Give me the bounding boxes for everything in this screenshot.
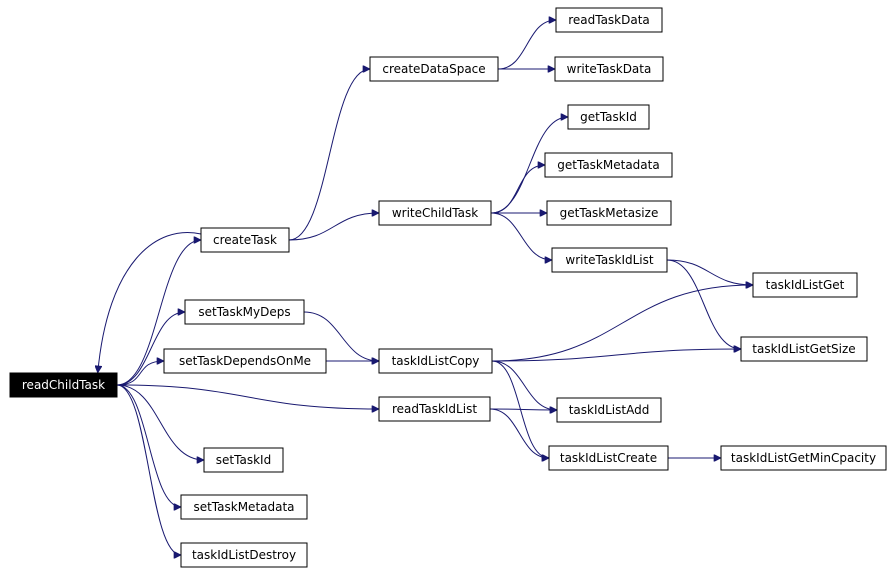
edge-readTaskIdList-to-taskIdListAdd: [489, 409, 557, 410]
node-label: setTaskMetadata: [193, 500, 294, 514]
node-box: [180, 542, 308, 568]
node-readTaskIdList[interactable]: readTaskIdList: [378, 396, 491, 422]
node-box: [567, 104, 650, 130]
edge-createTask-to-writeChildTask: [288, 213, 379, 241]
node-readChildTask[interactable]: readChildTask: [9, 372, 118, 398]
node-box: [369, 56, 499, 82]
edge-taskIdListCopy-to-taskIdListGet: [491, 285, 753, 362]
edge-writeChildTask-to-getTaskMetadata: [490, 165, 545, 214]
edge-readChildTask-to-createTask: [116, 240, 201, 386]
node-taskIdListGet[interactable]: taskIdListGet: [752, 272, 858, 298]
node-setTaskMyDeps[interactable]: setTaskMyDeps: [184, 299, 305, 325]
node-box: [378, 348, 493, 374]
edge-readTaskIdList-to-taskIdListCreate: [489, 408, 549, 458]
node-box: [378, 396, 491, 422]
node-label: taskIdListAdd: [569, 403, 650, 417]
node-box: [752, 272, 858, 298]
node-label: readTaskData: [568, 13, 650, 27]
node-label: getTaskId: [580, 110, 637, 124]
edge-setTaskMyDeps-to-taskIdListCopy: [303, 311, 379, 361]
node-taskIdListGetSize[interactable]: taskIdListGetSize: [740, 336, 868, 362]
node-box: [720, 445, 887, 471]
node-box: [556, 397, 662, 423]
node-readTaskData[interactable]: readTaskData: [555, 7, 663, 33]
node-setTaskDependsOnMe[interactable]: setTaskDependsOnMe: [163, 348, 327, 374]
node-label: taskIdListCopy: [392, 354, 480, 368]
edges-layer: [98, 20, 753, 555]
node-getTaskId[interactable]: getTaskId: [567, 104, 650, 130]
node-label: writeTaskData: [567, 62, 652, 76]
node-writeTaskData[interactable]: writeTaskData: [554, 56, 664, 82]
node-taskIdListCreate[interactable]: taskIdListCreate: [548, 445, 669, 471]
edge-createDataSpace-to-readTaskData: [497, 20, 556, 70]
node-box: [740, 336, 868, 362]
node-box: [551, 247, 668, 273]
edge-readChildTask-to-readTaskIdList: [116, 384, 379, 409]
edge-readChildTask-to-taskIdListDestroy: [116, 384, 181, 555]
node-label: setTaskDependsOnMe: [179, 354, 311, 368]
node-taskIdListGetMinCpacity[interactable]: taskIdListGetMinCpacity: [720, 445, 887, 471]
node-taskIdListDestroy[interactable]: taskIdListDestroy: [180, 542, 308, 568]
nodes-layer: readChildTask createTask setTaskMyDeps setT…: [9, 7, 887, 568]
edge-readChildTask-to-setTaskId: [116, 384, 204, 460]
node-box: [378, 200, 492, 226]
node-box: [9, 372, 118, 398]
node-box: [180, 494, 308, 520]
node-setTaskId[interactable]: setTaskId: [203, 447, 284, 473]
node-box: [544, 152, 673, 178]
edge-writeTaskIdList-to-taskIdListGet: [666, 259, 753, 285]
node-box: [184, 299, 305, 325]
node-label: writeChildTask: [392, 206, 478, 220]
node-label: readChildTask: [22, 378, 105, 392]
edge-taskIdListCopy-to-taskIdListGetSize: [491, 349, 741, 362]
node-label: taskIdListCreate: [560, 451, 657, 465]
node-label: taskIdListGetSize: [752, 342, 855, 356]
node-label: writeTaskIdList: [565, 253, 653, 267]
node-writeTaskIdList[interactable]: writeTaskIdList: [551, 247, 668, 273]
node-writeChildTask[interactable]: writeChildTask: [378, 200, 492, 226]
edge-readChildTask-to-setTaskMyDeps: [116, 312, 185, 386]
node-label: createDataSpace: [382, 62, 485, 76]
node-label: setTaskMyDeps: [198, 305, 290, 319]
node-box: [203, 447, 284, 473]
node-box: [555, 7, 663, 33]
node-label: getTaskMetadata: [557, 158, 659, 172]
node-createDataSpace[interactable]: createDataSpace: [369, 56, 499, 82]
node-box: [200, 227, 290, 253]
node-box: [554, 56, 664, 82]
node-box: [546, 200, 672, 226]
node-box: [548, 445, 669, 471]
node-label: taskIdListGet: [766, 278, 845, 292]
edge-createTask-to-createDataSpace: [288, 69, 370, 241]
node-label: getTaskMetasize: [560, 206, 659, 220]
node-label: taskIdListDestroy: [192, 548, 296, 562]
edge-createTask-to-readChildTask: [98, 232, 202, 373]
node-getTaskMetadata[interactable]: getTaskMetadata: [544, 152, 673, 178]
edge-readChildTask-to-setTaskDependsOnMe: [116, 361, 164, 386]
node-label: setTaskId: [216, 453, 271, 467]
node-setTaskMetadata[interactable]: setTaskMetadata: [180, 494, 308, 520]
edge-readChildTask-to-setTaskMetadata: [116, 384, 181, 507]
edge-writeChildTask-to-writeTaskIdList: [490, 212, 552, 260]
edge-writeTaskIdList-to-taskIdListGetSize: [666, 259, 741, 349]
node-label: taskIdListGetMinCpacity: [731, 451, 876, 465]
node-label: createTask: [213, 233, 277, 247]
node-createTask[interactable]: createTask: [200, 227, 290, 253]
node-taskIdListAdd[interactable]: taskIdListAdd: [556, 397, 662, 423]
node-taskIdListCopy[interactable]: taskIdListCopy: [378, 348, 493, 374]
edge-taskIdListCopy-to-taskIdListAdd: [491, 360, 557, 410]
node-box: [163, 348, 327, 374]
node-label: readTaskIdList: [392, 402, 477, 416]
node-getTaskMetasize[interactable]: getTaskMetasize: [546, 200, 672, 226]
